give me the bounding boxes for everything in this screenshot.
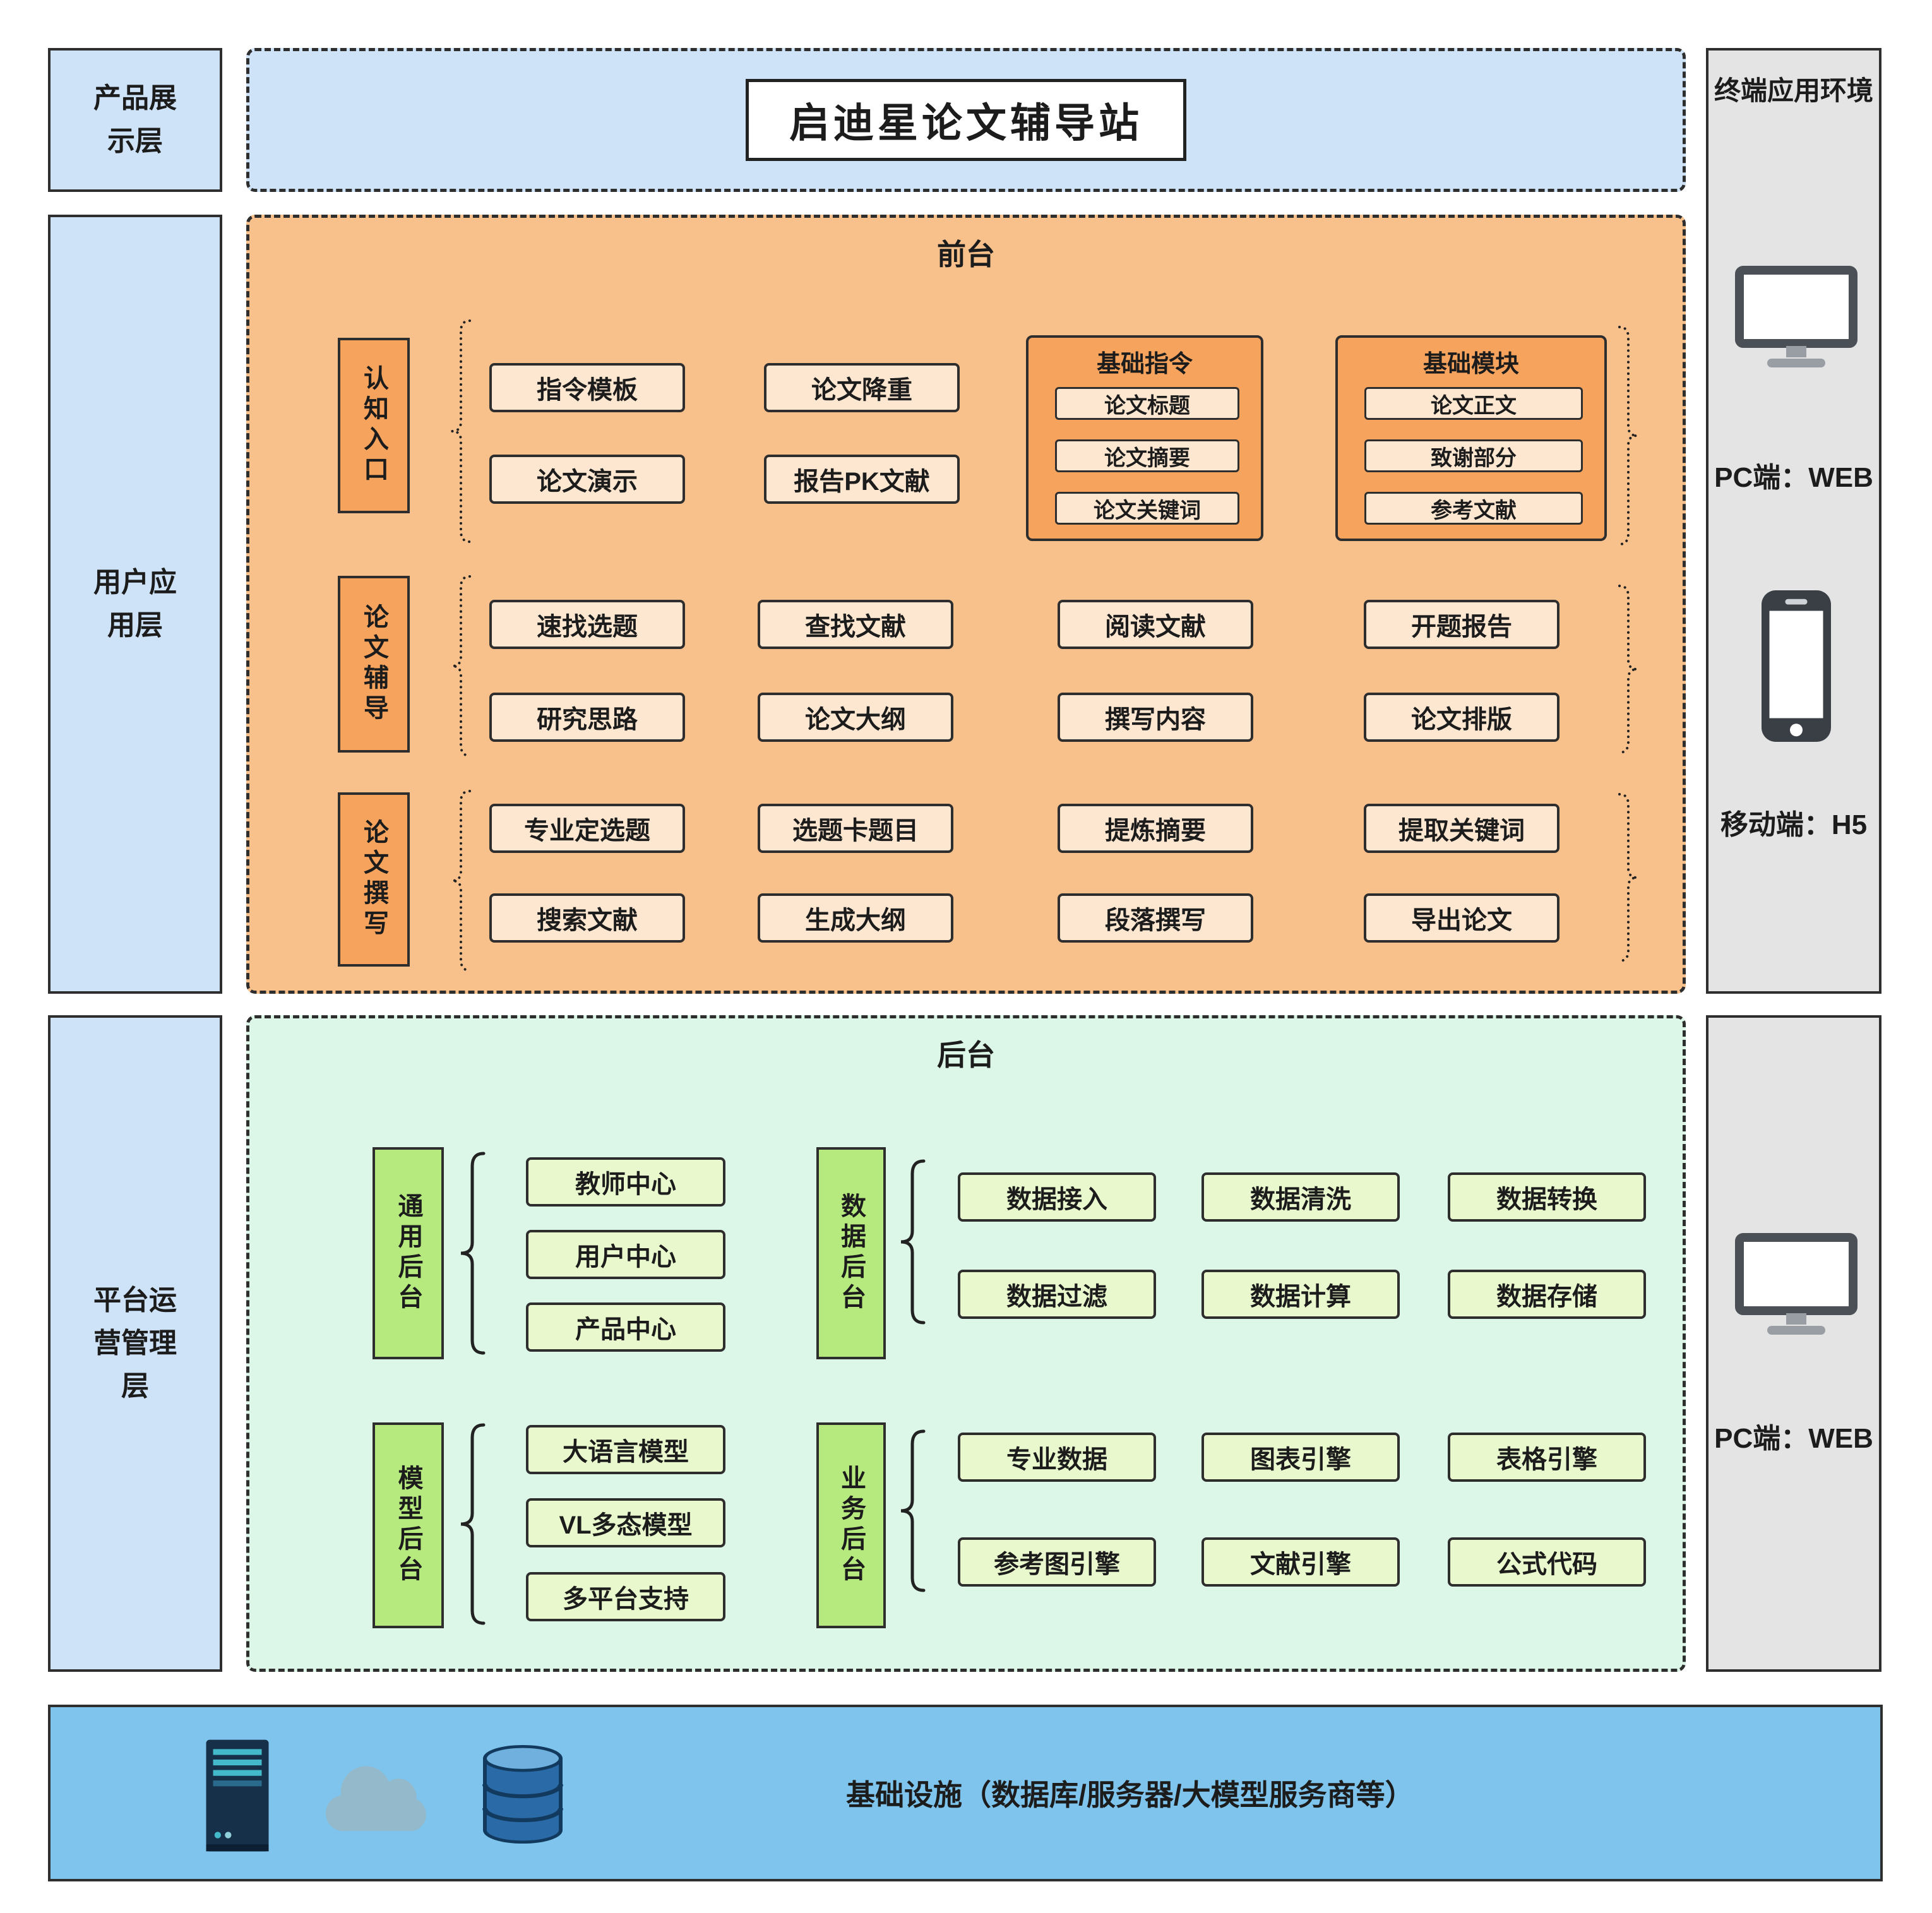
mobile-h5-label: 移动端：H5 bbox=[1720, 809, 1868, 840]
frontend-item: 论文降重 bbox=[764, 363, 960, 412]
base-module-group: 基础模块 论文正文 致谢部分 参考文献 bbox=[1335, 335, 1607, 541]
frontend-item: 论文标题 bbox=[1055, 387, 1239, 420]
frontend-item: 论文摘要 bbox=[1055, 439, 1239, 472]
backend-item: 专业数据 bbox=[958, 1433, 1156, 1482]
backend-item: 表格引擎 bbox=[1448, 1433, 1646, 1482]
frontend-item: 阅读文献 bbox=[1058, 600, 1253, 649]
group-cognition-entry-label: 认知入口 bbox=[360, 365, 388, 486]
group-general-backend-label: 通用后台 bbox=[394, 1193, 422, 1314]
curly-brace-icon bbox=[900, 1159, 926, 1325]
frontend-item: 生成大纲 bbox=[758, 893, 953, 943]
frontend-item: 速找选题 bbox=[489, 600, 685, 649]
infrastructure-bar: 基础设施（数据库/服务器/大模型服务商等） bbox=[48, 1705, 1883, 1881]
backend-item: 大语言模型 bbox=[526, 1425, 725, 1474]
frontend-item: 搜索文献 bbox=[489, 893, 685, 943]
page-title: 启迪星论文辅导站 bbox=[746, 79, 1186, 161]
monitor-icon bbox=[1735, 1233, 1857, 1335]
group-paper-writing: 论文撰写 bbox=[338, 792, 410, 967]
monitor-icon bbox=[1735, 266, 1857, 367]
backend-item: 数据清洗 bbox=[1202, 1172, 1400, 1222]
frontend-item: 论文大纲 bbox=[758, 693, 953, 742]
layer-product-display: 产品展示层 bbox=[48, 48, 222, 192]
layer-platform-operation: 平台运营管理层 bbox=[48, 1015, 222, 1672]
frontend-item: 提炼摘要 bbox=[1058, 804, 1253, 853]
frontend-item: 论文演示 bbox=[489, 455, 685, 504]
terminal-env-panel-top: 终端应用环境 PC端：WEB 移动端：H5 bbox=[1706, 48, 1881, 994]
frontend-item: 开题报告 bbox=[1364, 600, 1559, 649]
frontend-item: 查找文献 bbox=[758, 600, 953, 649]
group-data-backend-label: 数据后台 bbox=[837, 1193, 865, 1314]
backend-panel: 后台 通用后台 教师中心 用户中心 产品中心 数据后台 数据接入 数据清洗 数据… bbox=[246, 1015, 1686, 1672]
frontend-item: 提取关键词 bbox=[1364, 804, 1559, 853]
backend-item: 多平台支持 bbox=[526, 1572, 725, 1621]
backend-panel-title: 后台 bbox=[937, 1039, 995, 1071]
group-business-backend: 业务后台 bbox=[816, 1422, 886, 1628]
layer-user-application: 用户应用层 bbox=[48, 215, 222, 994]
curly-brace-icon bbox=[460, 1152, 486, 1355]
curly-brace-icon bbox=[460, 1423, 486, 1625]
frontend-item: 选题卡题目 bbox=[758, 804, 953, 853]
group-data-backend: 数据后台 bbox=[816, 1147, 886, 1359]
terminal-env-title: 终端应用环境 bbox=[1714, 76, 1873, 105]
group-model-backend-label: 模型后台 bbox=[394, 1465, 422, 1586]
backend-item: 数据转换 bbox=[1448, 1172, 1646, 1222]
server-icon bbox=[206, 1739, 269, 1852]
dotted-brace-icon bbox=[1618, 793, 1638, 962]
group-business-backend-label: 业务后台 bbox=[837, 1465, 865, 1586]
backend-item: 图表引擎 bbox=[1202, 1433, 1400, 1482]
backend-item: 数据过滤 bbox=[958, 1270, 1156, 1319]
frontend-item: 论文正文 bbox=[1364, 387, 1583, 420]
cloud-icon bbox=[326, 1766, 426, 1832]
title-banner: 启迪星论文辅导站 bbox=[246, 48, 1686, 192]
dotted-brace-icon bbox=[451, 790, 471, 972]
frontend-item: 致谢部分 bbox=[1364, 439, 1583, 472]
frontend-item: 导出论文 bbox=[1364, 893, 1559, 943]
base-command-group-title: 基础指令 bbox=[1096, 351, 1193, 378]
frontend-item: 专业定选题 bbox=[489, 804, 685, 853]
backend-item: 用户中心 bbox=[526, 1230, 725, 1279]
backend-item: 教师中心 bbox=[526, 1157, 725, 1207]
infrastructure-label: 基础设施（数据库/服务器/大模型服务商等） bbox=[846, 1779, 1414, 1811]
backend-item: 数据计算 bbox=[1202, 1270, 1400, 1319]
frontend-panel-title: 前台 bbox=[937, 238, 995, 271]
frontend-item: 论文关键词 bbox=[1055, 492, 1239, 525]
dotted-brace-icon bbox=[1618, 326, 1638, 545]
group-model-backend: 模型后台 bbox=[373, 1422, 444, 1628]
curly-brace-icon bbox=[900, 1429, 926, 1592]
group-paper-writing-label: 论文撰写 bbox=[360, 819, 388, 940]
frontend-item: 论文排版 bbox=[1364, 693, 1559, 742]
terminal-env-panel-bottom: PC端：WEB bbox=[1706, 1015, 1881, 1672]
dotted-brace-icon bbox=[451, 575, 471, 757]
frontend-panel: 前台 认知入口 指令模板 论文演示 论文降重 报告PK文献 基础指令 论文标题 … bbox=[246, 215, 1686, 994]
group-cognition-entry: 认知入口 bbox=[338, 338, 410, 513]
phone-icon bbox=[1762, 590, 1831, 742]
frontend-item: 报告PK文献 bbox=[764, 455, 960, 504]
layer-user-application-label: 用户应用层 bbox=[93, 566, 177, 641]
group-paper-tutoring: 论文辅导 bbox=[338, 576, 410, 753]
database-icon bbox=[482, 1744, 563, 1844]
backend-item: VL多态模型 bbox=[526, 1498, 725, 1547]
dotted-brace-icon bbox=[1618, 585, 1638, 754]
pc-web-label: PC端：WEB bbox=[1714, 462, 1873, 493]
group-paper-tutoring-label: 论文辅导 bbox=[360, 604, 388, 725]
group-general-backend: 通用后台 bbox=[373, 1147, 444, 1359]
backend-item: 公式代码 bbox=[1448, 1537, 1646, 1587]
backend-item: 产品中心 bbox=[526, 1302, 725, 1352]
frontend-item: 指令模板 bbox=[489, 363, 685, 412]
frontend-item: 段落撰写 bbox=[1058, 893, 1253, 943]
base-module-group-title: 基础模块 bbox=[1422, 351, 1519, 378]
layer-platform-operation-label: 平台运营管理层 bbox=[93, 1284, 177, 1402]
pc-web-label: PC端：WEB bbox=[1714, 1423, 1873, 1454]
dotted-brace-icon bbox=[451, 319, 471, 543]
backend-item: 数据存储 bbox=[1448, 1270, 1646, 1319]
frontend-item: 参考文献 bbox=[1364, 492, 1583, 525]
backend-item: 参考图引擎 bbox=[958, 1537, 1156, 1587]
base-command-group: 基础指令 论文标题 论文摘要 论文关键词 bbox=[1026, 335, 1263, 541]
frontend-item: 撰写内容 bbox=[1058, 693, 1253, 742]
backend-item: 数据接入 bbox=[958, 1172, 1156, 1222]
backend-item: 文献引擎 bbox=[1202, 1537, 1400, 1587]
layer-product-display-label: 产品展示层 bbox=[93, 82, 177, 157]
frontend-item: 研究思路 bbox=[489, 693, 685, 742]
